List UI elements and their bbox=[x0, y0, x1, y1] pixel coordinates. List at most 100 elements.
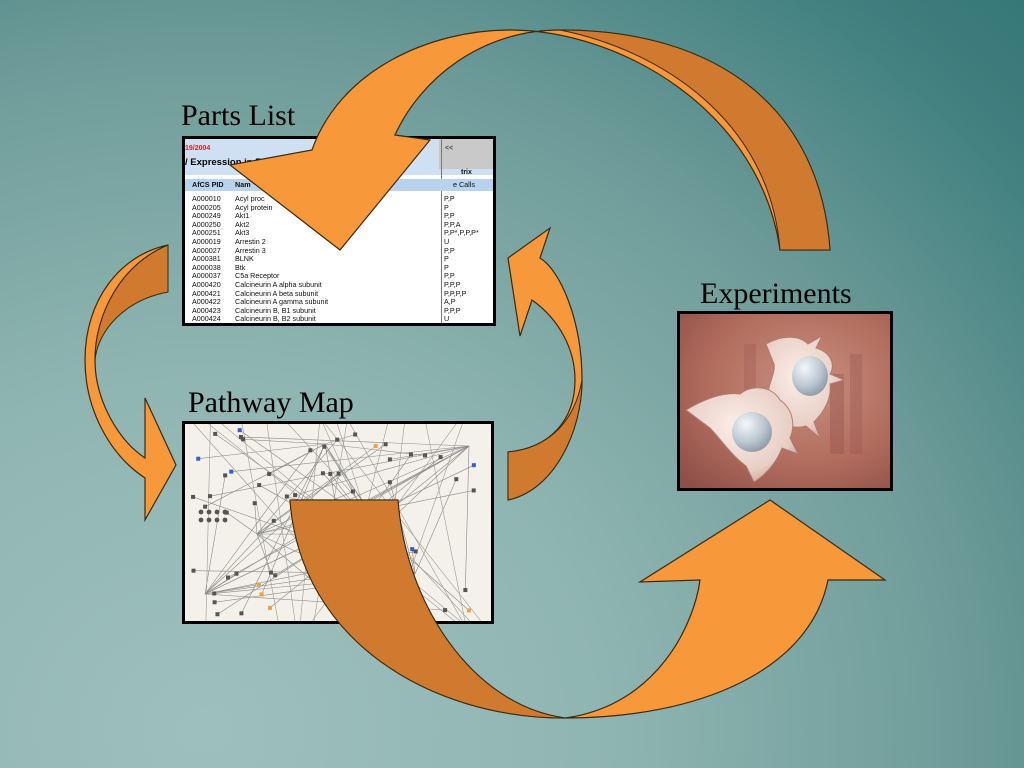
network-node bbox=[213, 431, 218, 436]
network-node bbox=[293, 493, 298, 498]
network-node bbox=[318, 520, 323, 525]
parts-list-image: 19/2004 << / Expression in RAW 264.7 tri… bbox=[182, 136, 496, 326]
cell-pid: A000037 bbox=[192, 271, 221, 281]
network-node bbox=[350, 489, 355, 494]
cell-name: Calcineurin A beta subunit bbox=[235, 288, 319, 298]
nucleus-lower bbox=[732, 412, 772, 452]
table-row: A000423 Calcineurin B, B1 subunit P,P,P bbox=[185, 306, 493, 315]
spreadsheet-date: 19/2004 bbox=[185, 145, 211, 152]
network-node bbox=[363, 504, 368, 509]
network-node bbox=[318, 583, 323, 588]
network-node bbox=[257, 483, 262, 488]
cell-calls: A,P bbox=[444, 297, 456, 307]
network-node bbox=[271, 518, 276, 523]
network-node bbox=[273, 573, 278, 578]
table-row: A000037 C5a Receptor P,P bbox=[185, 271, 493, 280]
network-node bbox=[238, 434, 243, 439]
network-node bbox=[367, 502, 372, 507]
network-node bbox=[328, 471, 333, 476]
network-node bbox=[259, 592, 264, 597]
table-row: A000422 Calcineurin A gamma subunit A,P bbox=[185, 297, 493, 306]
arrow-pathway-to-parts bbox=[507, 226, 583, 501]
cell-pid: A000010 bbox=[192, 194, 221, 203]
network-node bbox=[384, 589, 389, 594]
arrow-parts-to-pathway-shade bbox=[94, 244, 169, 361]
cell-name: C5a Receptor bbox=[235, 271, 280, 281]
network-node bbox=[237, 428, 242, 433]
network-node bbox=[191, 494, 196, 499]
cell-name: Calcineurin B, B1 subunit bbox=[235, 305, 316, 315]
network-node bbox=[387, 480, 392, 485]
arrow-parts-to-pathway bbox=[84, 244, 177, 523]
network-node bbox=[212, 600, 217, 605]
network-node bbox=[392, 565, 397, 570]
network-node bbox=[471, 463, 476, 468]
network-node bbox=[362, 510, 367, 515]
spreadsheet-title: / Expression in RAW 264.7 bbox=[185, 157, 304, 168]
cell-pid: A000205 bbox=[192, 202, 221, 212]
network-node bbox=[284, 494, 289, 499]
network-node-cluster bbox=[206, 509, 212, 515]
cell-pid: A000251 bbox=[192, 228, 221, 238]
cell-calls: P,P,P bbox=[444, 305, 461, 315]
network-node bbox=[257, 582, 262, 587]
cell-pid: A000038 bbox=[192, 262, 221, 272]
column-header-name: Nam bbox=[235, 180, 251, 189]
network-node bbox=[354, 518, 359, 523]
network-node bbox=[347, 582, 352, 587]
cell-pid: A000424 bbox=[192, 314, 221, 324]
cell-pid: A000027 bbox=[192, 245, 221, 255]
cell-pid: A000019 bbox=[192, 237, 221, 246]
network-graph-thumbnail bbox=[191, 424, 482, 621]
nucleus-upper bbox=[792, 356, 828, 396]
network-node bbox=[320, 471, 325, 476]
network-node bbox=[353, 432, 358, 437]
cell-pid: A000423 bbox=[192, 305, 221, 315]
network-node bbox=[383, 442, 388, 447]
network-node bbox=[203, 504, 208, 509]
cell-calls: P,P,P bbox=[444, 280, 461, 289]
spreadsheet-thumbnail: 19/2004 << / Expression in RAW 264.7 tri… bbox=[185, 139, 493, 323]
pathway-map-label: Pathway Map bbox=[188, 386, 354, 419]
network-node bbox=[330, 505, 335, 510]
cell-name: Calcineurin A gamma subunit bbox=[235, 297, 329, 307]
network-node bbox=[308, 448, 313, 453]
network-node bbox=[207, 494, 212, 499]
network-node bbox=[463, 588, 468, 593]
column-header-pid: AfCS PID bbox=[192, 180, 224, 189]
network-node bbox=[438, 455, 443, 460]
cell-calls: P,P bbox=[444, 271, 455, 281]
network-node bbox=[267, 472, 272, 477]
network-node-cluster bbox=[214, 517, 220, 523]
pathway-map-image bbox=[182, 421, 494, 624]
network-node bbox=[466, 608, 471, 613]
cell-name: Calcineurin A alpha subunit bbox=[235, 280, 322, 289]
network-node-cluster bbox=[222, 517, 228, 523]
network-node bbox=[373, 444, 378, 449]
network-node bbox=[267, 605, 272, 610]
network-node bbox=[471, 488, 476, 493]
network-node bbox=[334, 532, 339, 537]
network-node-cluster bbox=[222, 509, 228, 515]
experiments-label: Experiments bbox=[700, 277, 852, 310]
cell-pid: A000422 bbox=[192, 297, 221, 307]
cell-calls: P bbox=[444, 254, 449, 264]
network-node bbox=[454, 477, 459, 482]
network-node bbox=[239, 611, 244, 616]
spreadsheet-gray-header bbox=[439, 139, 493, 169]
spreadsheet-matrix-label: trix bbox=[461, 169, 472, 176]
network-edges bbox=[192, 424, 482, 621]
network-node bbox=[423, 453, 428, 458]
cell-calls: P bbox=[444, 262, 449, 272]
cell-name: BLNK bbox=[235, 254, 254, 264]
cell-micrograph-thumbnail bbox=[680, 314, 890, 488]
network-node bbox=[241, 437, 246, 442]
network-node bbox=[212, 591, 217, 596]
network-node bbox=[336, 471, 341, 476]
network-node bbox=[408, 452, 413, 457]
network-node bbox=[252, 501, 257, 506]
network-node bbox=[229, 469, 234, 474]
arrow-experiments-to-parts-shade bbox=[559, 29, 831, 251]
